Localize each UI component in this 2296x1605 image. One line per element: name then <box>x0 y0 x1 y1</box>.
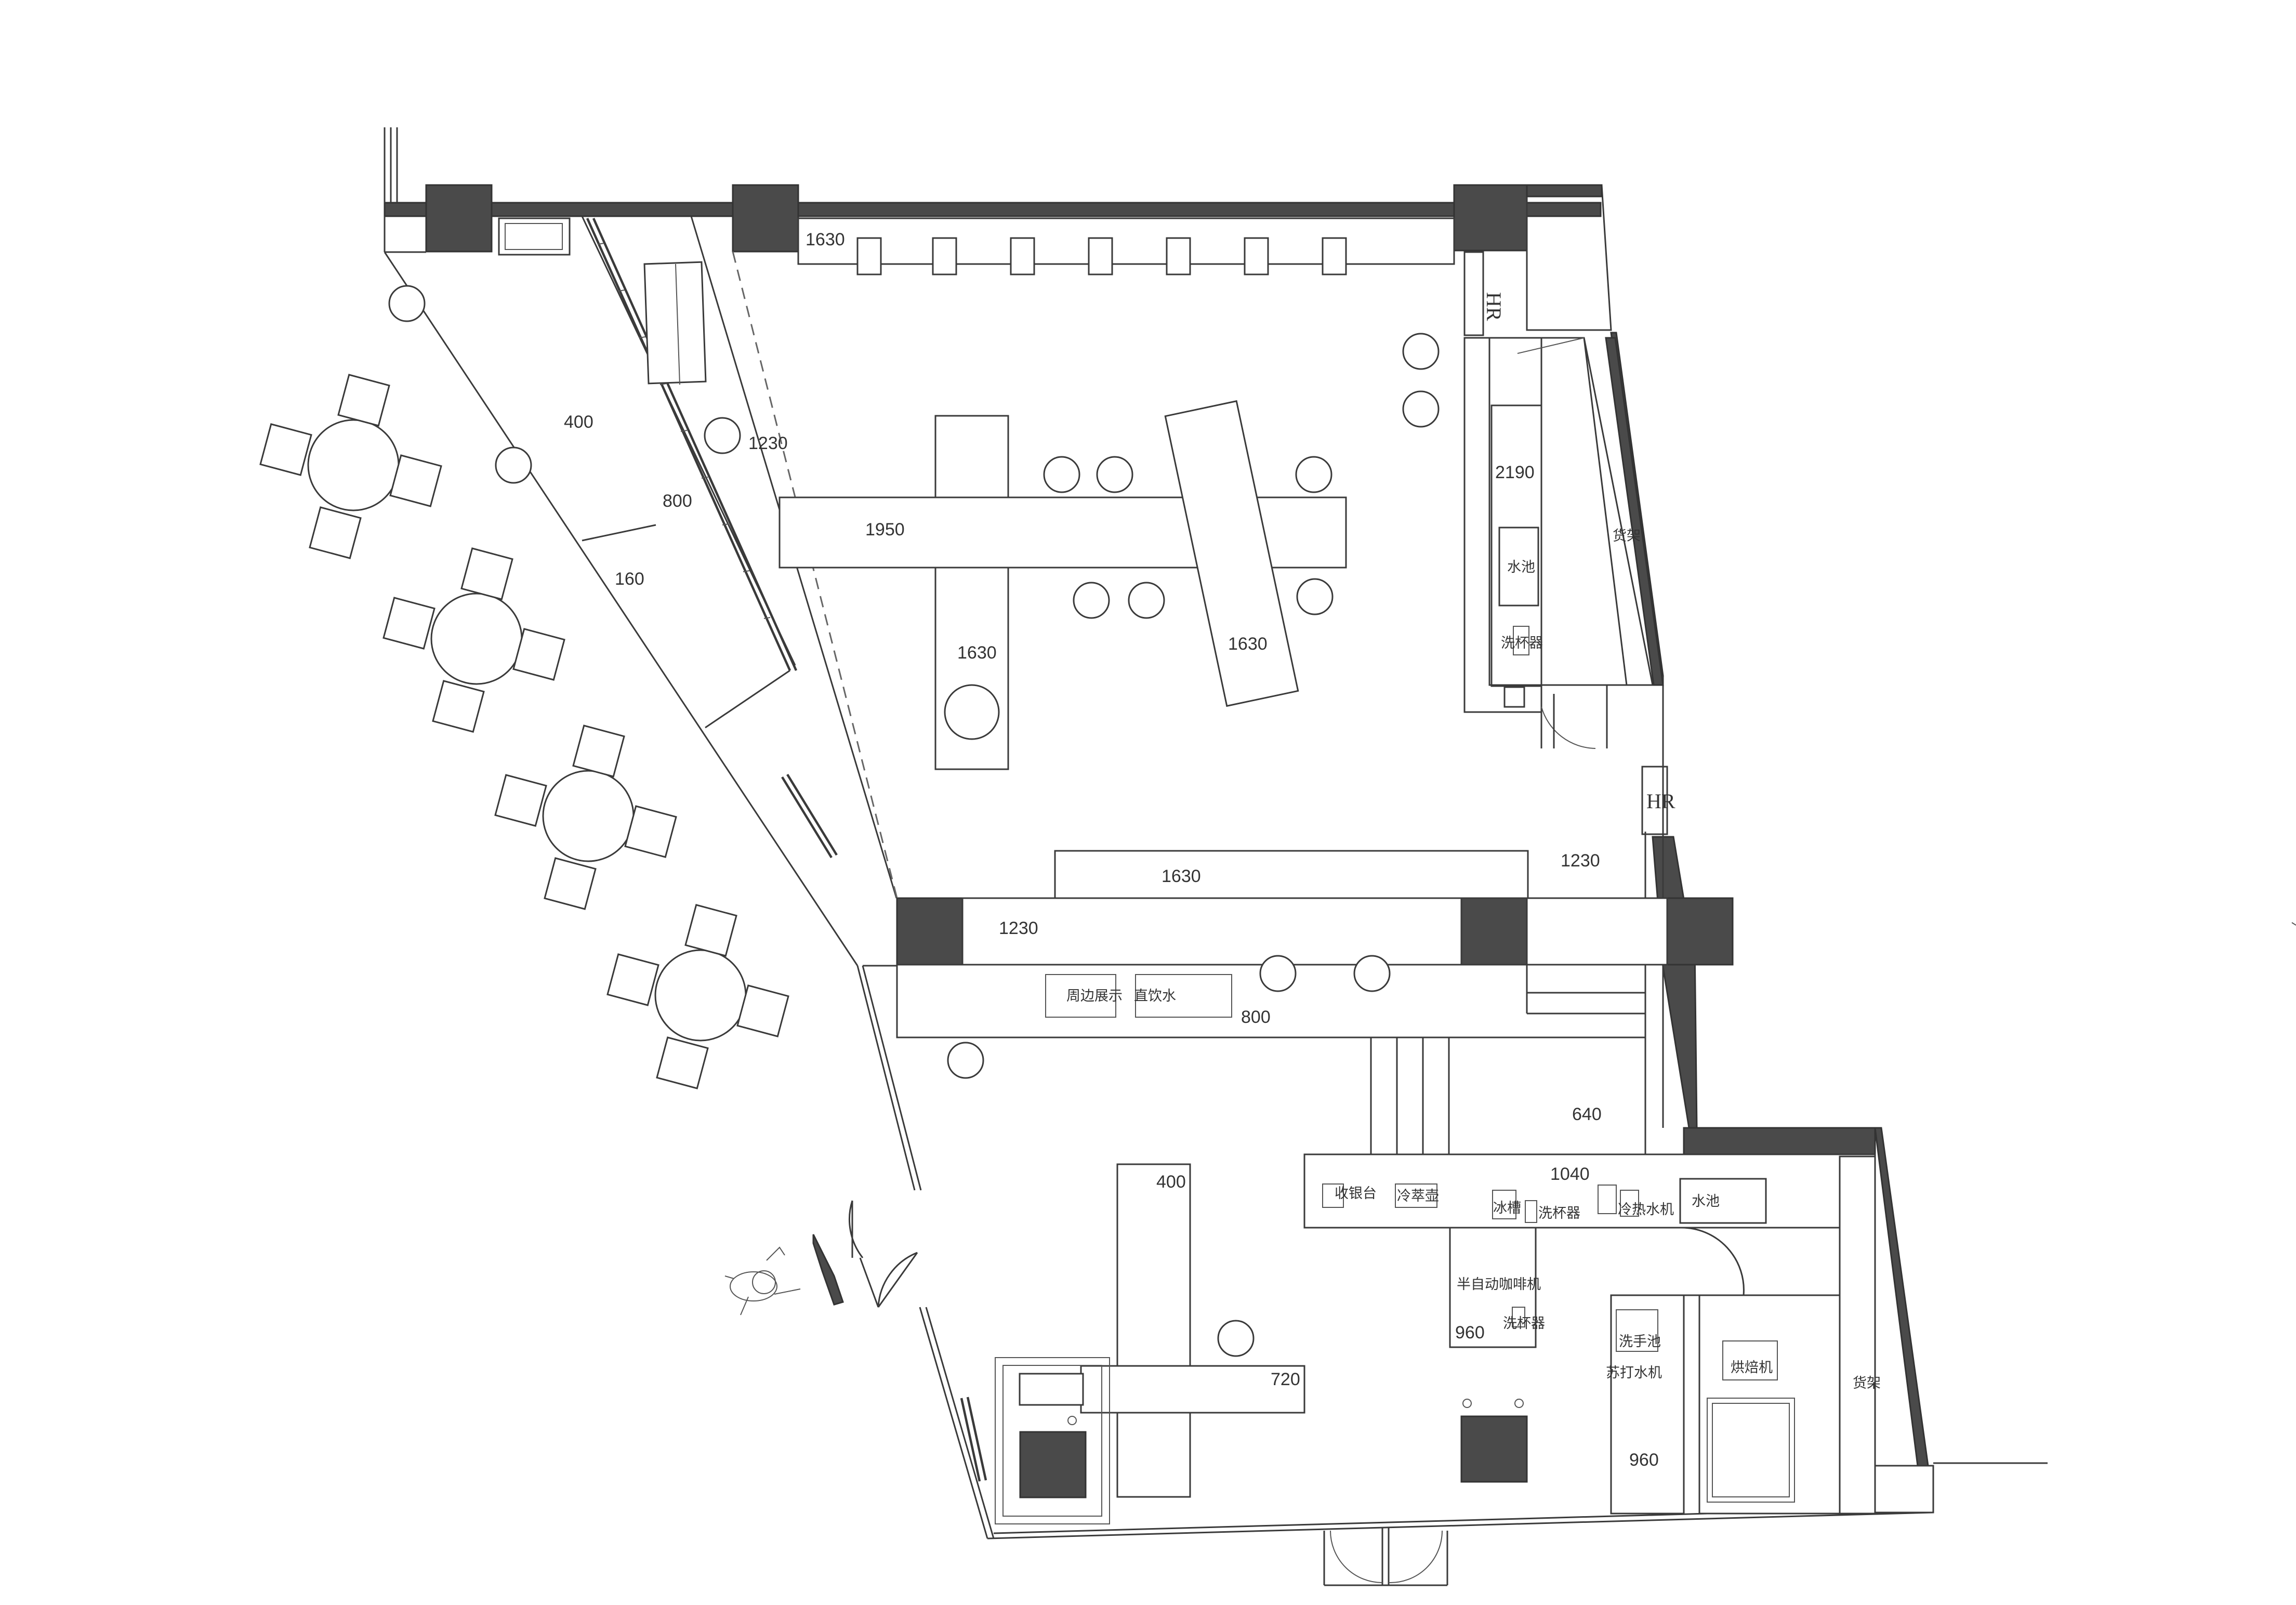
counter-band: 1630 1230 1230 周边展示 直饮水 800 640 <box>896 850 1668 1155</box>
terrace: 400 1230 800 160 <box>259 285 789 1089</box>
label-shelf-upper: 货架 <box>1613 528 1641 544</box>
dim-1230-glass: 1230 <box>748 433 788 453</box>
entrance-door <box>848 1200 864 1258</box>
display-box <box>643 261 707 385</box>
doors <box>724 1200 1448 1586</box>
dim-1630-counter: 1630 <box>1162 866 1201 886</box>
label-merch-display: 周边展示 <box>1066 988 1123 1004</box>
person-icon <box>724 1246 801 1315</box>
label-ice-bin: 冰槽 <box>1493 1200 1521 1216</box>
label-semi-auto-coffee: 半自动咖啡机 <box>1457 1277 1541 1293</box>
counter-1230 <box>961 897 1462 966</box>
hr-label-top: HR <box>1482 292 1506 321</box>
direct-water-box <box>1135 974 1232 1018</box>
label-cup-washer-mid: 洗杯器 <box>1538 1205 1580 1221</box>
dim-1630-top: 1630 <box>806 230 845 249</box>
dim-960-soda: 960 <box>1629 1450 1659 1470</box>
terrace-table-4 <box>606 904 789 1089</box>
label-cup-washer-upper: 洗杯器 <box>1501 635 1543 651</box>
dim-800-strip: 800 <box>663 491 692 511</box>
terrace-table-3 <box>494 725 677 910</box>
label-sink-upper: 水池 <box>1507 559 1535 575</box>
label-sink-lower: 水池 <box>1692 1193 1720 1209</box>
sink-lower-box <box>1679 1178 1767 1224</box>
dim-1040: 1040 <box>1550 1164 1590 1184</box>
counter-1040 <box>1303 1153 1876 1229</box>
sink-upper-box <box>1498 527 1539 607</box>
dim-1630-left-table: 1630 <box>957 643 997 663</box>
dim-640: 640 <box>1572 1104 1602 1124</box>
column-lower-left <box>1019 1431 1087 1498</box>
dim-1230-counter: 1230 <box>999 918 1038 938</box>
window-bar: 1630 <box>797 217 1455 275</box>
roaster-box <box>1722 1340 1778 1380</box>
top-sink-unit <box>498 217 571 256</box>
column-top-mid <box>732 184 799 253</box>
soda-column <box>1610 1294 1685 1515</box>
column-lower-mid <box>1460 1415 1528 1483</box>
column-top-right <box>1453 184 1528 252</box>
dim-1950: 1950 <box>865 520 905 540</box>
dim-1630-right-table: 1630 <box>1228 634 1268 654</box>
dim-160: 160 <box>615 569 644 589</box>
dim-800-counter: 800 <box>1241 1007 1271 1027</box>
column-counter-right <box>1460 897 1528 966</box>
label-cashier: 收银台 <box>1335 1186 1377 1202</box>
column-right-mid <box>1666 897 1734 966</box>
merch-display-box <box>1045 974 1116 1018</box>
label-hot-cold-water: 冷热水机 <box>1618 1202 1674 1218</box>
lower-tables: 400 720 <box>995 1163 1524 1524</box>
dim-1230-right: 1230 <box>1561 851 1600 871</box>
table-720 <box>1080 1365 1305 1414</box>
label-cold-brew: 冷萃壶 <box>1397 1188 1439 1204</box>
dim-400-terrace: 400 <box>564 412 593 432</box>
column-counter-left <box>896 897 964 966</box>
terrace-table-1 <box>259 374 442 559</box>
window-bar-counter <box>797 217 1455 265</box>
entrance-arrow-icon <box>812 1234 844 1306</box>
terrace-table-2 <box>382 547 565 733</box>
lower-kitchen: 1040 收银台 冷萃壶 冰槽 洗杯器 冷热水机 水池 半自动咖啡机 洗杯器 9… <box>1303 1153 1881 1515</box>
dim-720: 720 <box>1271 1370 1300 1389</box>
counter-1630 <box>1054 850 1529 899</box>
label-soda-machine: 苏打水机 <box>1606 1365 1662 1381</box>
top-wall <box>384 202 1602 217</box>
table-tilted-right <box>1164 400 1299 707</box>
outline <box>384 216 2048 1540</box>
column-top-left <box>425 184 493 253</box>
shelf-lower <box>1839 1155 1876 1515</box>
label-cup-washer-lower: 洗杯器 <box>1503 1315 1545 1332</box>
hr-label-mid: HR <box>1646 790 1675 813</box>
label-direct-water: 直饮水 <box>1134 988 1176 1004</box>
dim-960-coffee: 960 <box>1455 1323 1485 1343</box>
central-tables: 1950 1630 1630 <box>778 333 1440 770</box>
dim-400-cross: 400 <box>1156 1172 1186 1192</box>
upper-bar: HR 2190 水池 洗杯器 货架 <box>1463 251 1664 749</box>
label-roaster: 烘焙机 <box>1731 1360 1773 1376</box>
table-vertical-400 <box>1116 1163 1191 1498</box>
label-shelf-lower: 货架 <box>1853 1375 1881 1391</box>
label-hand-sink: 洗手池 <box>1619 1334 1661 1350</box>
dim-2190: 2190 <box>1495 463 1535 482</box>
